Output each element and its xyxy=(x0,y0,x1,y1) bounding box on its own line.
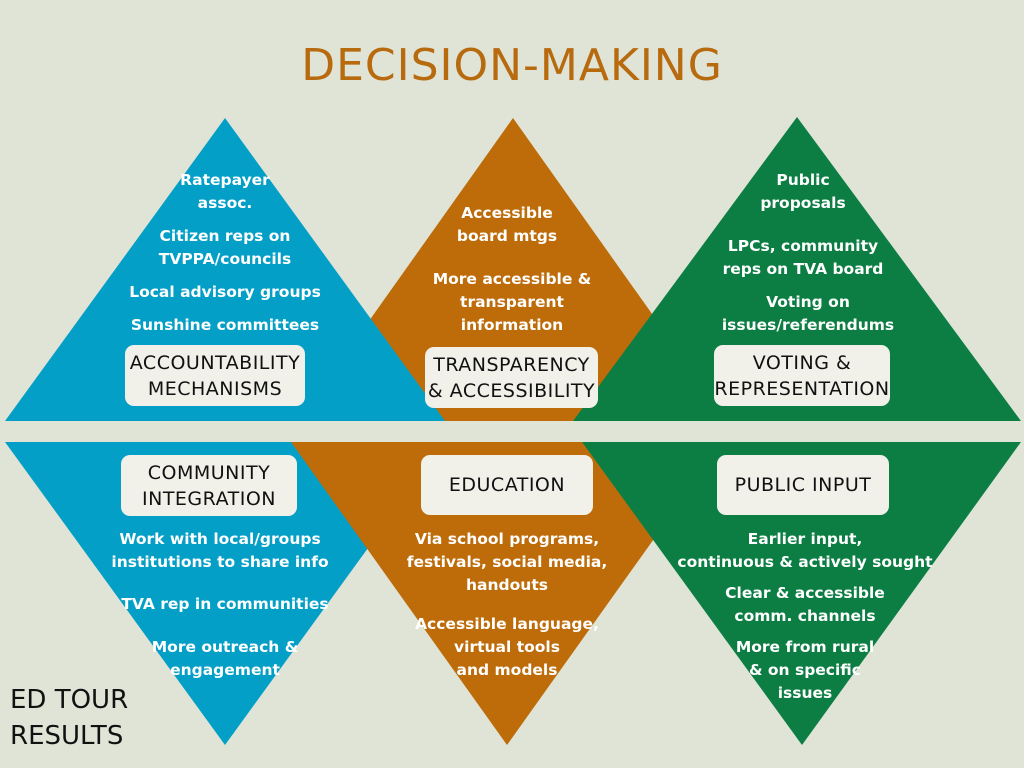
education-item-2: Accessible language, virtual tools and m… xyxy=(415,615,599,679)
page-title: DECISION-MAKING xyxy=(301,40,723,91)
public-input-item-1: Earlier input, continuous & actively sou… xyxy=(677,530,933,571)
label-transparency: TRANSPARENCY & ACCESSIBILITY xyxy=(425,347,598,408)
footer-text: ED TOUR RESULTS xyxy=(10,685,129,751)
accountability-item-1: Ratepayer assoc. xyxy=(180,171,270,212)
label-public-input: PUBLIC INPUT xyxy=(717,455,889,515)
voting-item-3: Voting on issues/referendums xyxy=(721,293,895,334)
accountability-item-3: Local advisory groups xyxy=(129,283,321,301)
community-item-1: Work with local/groups institutions to s… xyxy=(111,530,329,571)
triangle-education xyxy=(291,442,723,745)
label-accountability: ACCOUNTABILITY MECHANISMS xyxy=(125,345,305,406)
triangle-accountability xyxy=(5,118,445,421)
community-item-2: TVA rep in communities xyxy=(121,595,329,613)
triangle-community xyxy=(5,442,445,745)
accountability-item-4: Sunshine committees xyxy=(130,316,320,334)
label-voting: VOTING & REPRESENTATION xyxy=(714,345,890,406)
triangle-transparency xyxy=(298,118,728,421)
triangle-voting xyxy=(573,117,1021,421)
triangle-public-input xyxy=(582,442,1021,745)
label-community: COMMUNITY INTEGRATION xyxy=(121,455,297,516)
accountability-item-2: Citizen reps on TVPPA/councils xyxy=(158,227,292,268)
community-item-3: More outreach & engagement xyxy=(151,638,299,679)
public-input-item-2: Clear & accessible comm. channels xyxy=(725,584,885,625)
education-item-1: Via school programs, festivals, social m… xyxy=(406,530,608,594)
voting-item-1: Public proposals xyxy=(760,171,846,212)
public-input-item-3: More from rural & on specific issues xyxy=(735,638,875,702)
label-education: EDUCATION xyxy=(421,455,593,515)
transparency-item-2: More accessible & transparent informatio… xyxy=(432,270,592,334)
voting-item-2: LPCs, community reps on TVA board xyxy=(722,237,884,278)
transparency-item-1: Accessible board mtgs xyxy=(456,204,558,245)
